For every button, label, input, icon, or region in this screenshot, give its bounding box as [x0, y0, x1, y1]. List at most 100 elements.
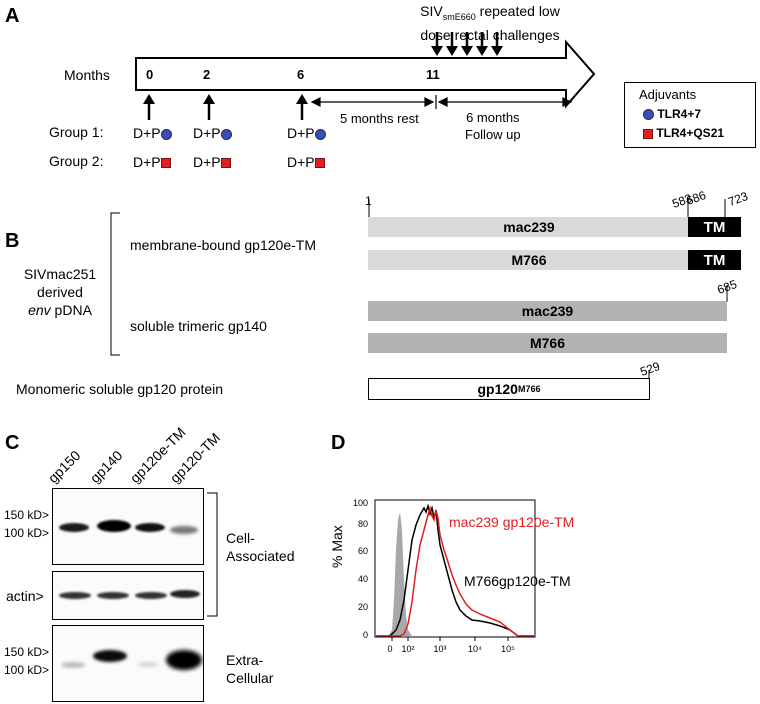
- tm-label: TM: [703, 251, 726, 269]
- y-tick: 0: [363, 630, 368, 640]
- mac239-series-label: mac239 gp120e-TM: [449, 514, 575, 530]
- challenge-title-sub: smE660: [442, 11, 476, 22]
- lane-gp140: gp140: [86, 447, 126, 486]
- group1-dose-0: D+P: [133, 125, 172, 141]
- marker-150-top: 150 kD>: [4, 508, 50, 522]
- extra-line2: Cellular: [226, 670, 274, 686]
- tm-segment-mac239: TM: [688, 217, 741, 237]
- marker-100-bottom: 100 kD>: [4, 663, 50, 677]
- dose-label: D+P: [133, 154, 161, 170]
- gp120e-tm-m766-bar: M766: [368, 250, 690, 270]
- blot-cell-associated: [52, 488, 204, 565]
- soluble-gp140-label: soluble trimeric gp140: [130, 318, 267, 334]
- position-1: 1: [365, 194, 372, 208]
- legend-label: TLR4+QS21: [656, 126, 725, 140]
- tlr47-dot-icon: [160, 128, 172, 140]
- group1-dose-2: D+P: [193, 125, 232, 141]
- tlr47-dot-icon: [643, 109, 654, 121]
- band: [97, 520, 131, 532]
- followup-line2: Follow up: [465, 127, 521, 142]
- bar-label: gp120: [477, 381, 518, 397]
- lane-gp150: gp150: [44, 447, 84, 486]
- mac239-series-line: [376, 505, 534, 637]
- months-label: Months: [64, 67, 110, 83]
- timeline-svg: [135, 32, 596, 120]
- bar-label: M766: [529, 335, 566, 351]
- challenge-title-prefix: SIV: [420, 3, 443, 19]
- blot-bracket: [207, 492, 218, 617]
- extra-line1: Extra-: [226, 652, 264, 668]
- derived-line2: derived: [37, 284, 83, 300]
- group2-dose-6: D+P: [287, 154, 325, 170]
- marker-150-bottom: 150 kD>: [4, 645, 50, 659]
- timepoint-2: 2: [203, 67, 211, 82]
- y-tick: 40: [358, 574, 368, 584]
- y-tick: 60: [358, 546, 368, 556]
- qs21-square-icon: [314, 158, 325, 169]
- tlr47-dot-icon: [220, 128, 232, 140]
- rest-interval-arrow: [310, 97, 435, 107]
- plot-frame: [374, 499, 536, 638]
- qs21-square-icon: [160, 158, 171, 169]
- band: [137, 662, 159, 667]
- bar-label: mac239: [503, 219, 555, 235]
- dose-label: D+P: [193, 154, 221, 170]
- m766-series-label: M766gp120e-TM: [464, 573, 571, 589]
- bar-label: mac239: [521, 303, 574, 319]
- dose-label: D+P: [287, 154, 315, 170]
- x-tick: 10²: [401, 644, 414, 654]
- marker-100-top: 100 kD>: [4, 526, 50, 540]
- adjuvant-legend: Adjuvants TLR4+7 TLR4+QS21: [624, 82, 756, 148]
- immunization-arrows: [143, 94, 308, 120]
- dose-label: D+P: [193, 125, 221, 141]
- panel-a-letter: A: [5, 5, 20, 27]
- band: [61, 662, 85, 668]
- bar-label: M766: [511, 252, 547, 268]
- challenge-arrow: [461, 32, 473, 56]
- x-tick: 10⁵: [501, 644, 515, 654]
- immunization-arrow: [296, 94, 308, 120]
- blot-extracellular: [52, 625, 204, 702]
- cell-associated-label: Cell- Associated: [226, 529, 294, 565]
- extracellular-label: Extra- Cellular: [226, 651, 273, 687]
- legend-label: TLR4+7: [657, 107, 702, 121]
- x-tick: 0: [387, 644, 392, 654]
- x-tick: 10⁴: [468, 644, 482, 654]
- panel-d-letter: D: [331, 432, 346, 454]
- panel-c-letter: C: [5, 432, 20, 454]
- challenge-title: SIVsmE660 repeated low dose rectal chall…: [390, 2, 590, 44]
- gp120e-tm-mac239-bar: mac239: [368, 217, 690, 237]
- position-ticks: [368, 199, 728, 380]
- dose-label: D+P: [287, 125, 315, 141]
- gp140-mac239-bar: mac239: [368, 301, 727, 321]
- timepoint-11: 11: [426, 67, 440, 82]
- panel-b-letter: B: [5, 230, 20, 252]
- band: [170, 590, 200, 598]
- rest-label: 5 months rest: [340, 111, 419, 126]
- control-histogram: [376, 512, 412, 636]
- group2-dose-2: D+P: [193, 154, 231, 170]
- y-tick: 80: [358, 519, 368, 529]
- band: [97, 592, 129, 599]
- band: [59, 592, 91, 599]
- challenge-title-line2: dose rectal challenges: [420, 26, 560, 43]
- derived-line1: SIVmac251: [23, 266, 97, 282]
- flow-histogram: 0 20 40 60 80 100 0 10² 10³ 10⁴ 10⁵: [353, 498, 536, 654]
- x-tick: 10³: [433, 644, 446, 654]
- cell-line2: Associated: [226, 548, 295, 564]
- derived-pdna: pDNA: [50, 302, 92, 318]
- band: [166, 650, 202, 670]
- derived-env: env: [28, 302, 51, 318]
- challenge-arrow: [446, 32, 458, 56]
- qs21-square-icon: [220, 158, 231, 169]
- group2-label: Group 2:: [49, 153, 104, 169]
- cell-line1: Cell-: [226, 530, 255, 546]
- legend-title: Adjuvants: [639, 87, 697, 102]
- tm-segment-m766: TM: [688, 250, 741, 270]
- bar-label-sub: M766: [517, 384, 541, 394]
- tlr47-dot-icon: [314, 128, 326, 140]
- band: [59, 523, 89, 532]
- challenge-arrow: [491, 32, 503, 56]
- timeline-arrow: [135, 39, 596, 109]
- panel-b-bracket: [110, 212, 120, 356]
